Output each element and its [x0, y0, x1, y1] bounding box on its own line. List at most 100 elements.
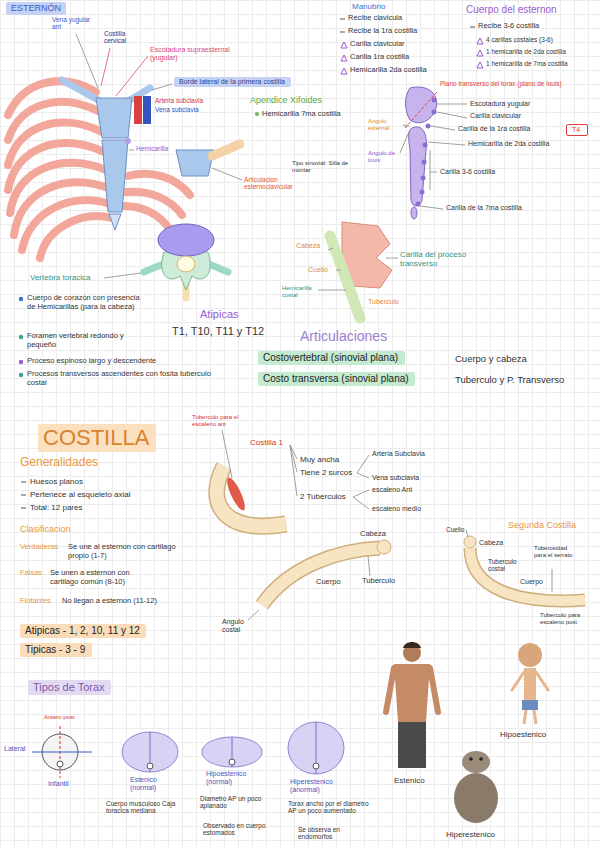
annotation-label: Total: 12 pares [30, 503, 82, 512]
sthenic-figure [394, 664, 430, 722]
annotation-label: escaleno Ant [372, 486, 412, 494]
annotation-label: Carilla del proceso transverso [400, 250, 474, 268]
annotation-label: Foramen vertebral redondo y pequeño [27, 332, 137, 349]
annotation-label: Flotantes [20, 597, 51, 606]
annotation-label: Cuello [446, 526, 464, 533]
hyposthenic-figure [518, 643, 542, 667]
highlight-band: Atipicas - 1, 2, 10, 11 y 12 [20, 624, 146, 638]
title-band: ESTERNÓN [6, 2, 66, 15]
annotation-label: Carilla 3-6 costilla [440, 168, 495, 176]
annotation-label: Pertenece al esqueleto axial [30, 490, 131, 499]
first-rib [217, 466, 286, 526]
list-dash [340, 19, 345, 20]
list-dash [21, 508, 26, 509]
annotation-label: Falsas [20, 569, 42, 578]
annotation-label: Hipoestenico (normal) [206, 770, 262, 786]
sternum-side-view [421, 176, 426, 181]
sternoclavicular-joint [176, 144, 240, 176]
thorax-shapes [202, 737, 262, 767]
section-heading: Cuerpo del esternon [466, 4, 557, 16]
first-rib [224, 476, 248, 513]
callout-box: T4 [566, 124, 588, 136]
hyposthenic-figure [534, 710, 536, 724]
sternum [125, 138, 131, 144]
leader-line [437, 112, 467, 118]
triangle-marker [341, 68, 347, 74]
highlight-band: Tipicas - 3 - 9 [20, 643, 92, 657]
annotation-label: Cuerpo [520, 578, 543, 586]
list-dash [470, 27, 475, 28]
sternum-side-view [422, 160, 427, 165]
leader-line [152, 84, 172, 90]
second-rib [464, 536, 585, 601]
node-text: Tipicas - 3 - 9 [25, 644, 87, 656]
leader-line [386, 258, 398, 259]
annotation-label: Carilla clavicular [470, 112, 521, 120]
leader-line [428, 142, 465, 145]
annotation-label: Arteria subclavia [155, 97, 203, 104]
triangle-marker [341, 38, 483, 74]
annotation-label: Carilla 1ra costilla [350, 53, 409, 62]
thorax-shapes [288, 722, 344, 774]
node-text: Atipicas - 1, 2, 10, 11 y 12 [25, 625, 141, 637]
triangle-marker [477, 50, 483, 56]
sternum [109, 214, 121, 230]
thorax-shapes [313, 763, 319, 769]
list-dash [340, 32, 345, 33]
first-rib [217, 466, 286, 526]
annotation-label: Hiperestenico [446, 830, 495, 839]
subclavian-vessels [134, 96, 151, 124]
sternum-side-view [423, 143, 428, 148]
bullet [19, 373, 23, 377]
leader-line [101, 48, 110, 86]
hyposthenic-figure [536, 672, 548, 690]
hyposthenic-figure [522, 700, 538, 710]
annotation-label: Recibe clavicula [348, 14, 402, 23]
highlight-band: Borde lateral de la primera costilla [174, 77, 291, 87]
bullet [19, 112, 259, 377]
sthenic-figure [386, 642, 438, 768]
sthenic-figure [386, 668, 394, 712]
vertebra-top-view [162, 252, 211, 290]
annotation-label: Tuberculo y P. Transverso [455, 375, 564, 386]
thorax-shapes [57, 761, 63, 767]
annotation-label: Tuberculo [368, 298, 399, 306]
annotation-label: Se observa en endomorfos [298, 826, 364, 841]
leader-line [336, 270, 341, 271]
bullet [255, 112, 259, 116]
leader-line [76, 34, 552, 620]
triangle-marker [477, 62, 483, 68]
section-heading: Atipicas [200, 308, 239, 321]
section-heading: Apendice Xifoides [250, 95, 322, 105]
list-dash [21, 495, 26, 496]
sternum-side-view [432, 110, 437, 115]
annotation-label: 4 carillas costales (3-6) [486, 36, 553, 43]
annotation-label: Cabeza [360, 530, 386, 539]
hyposthenic-figure [524, 710, 526, 724]
list-dash [21, 482, 26, 483]
thoracic-plane-line [405, 92, 437, 128]
annotation-label: Plano transverso del torax (plano de lou… [440, 80, 562, 87]
triangle-marker [477, 38, 483, 44]
node-text: Borde lateral de la primera costilla [179, 78, 286, 86]
annotation-label: Vena subclavia [372, 474, 419, 482]
annotation-label: Vena yugular ant [52, 16, 92, 31]
first-rib [217, 466, 286, 526]
leader-line [368, 556, 370, 576]
hypersthenic-figure [469, 757, 473, 761]
section-heading: Clasificacion [20, 524, 71, 534]
annotation-label: Estenico [394, 776, 425, 785]
sternum [102, 140, 128, 212]
node-text: T4 [572, 126, 582, 134]
node-text: Costovertebral (sinovial plana) [263, 352, 400, 364]
annotation-label: Proceso espinoso largo y descendente [27, 357, 156, 366]
section-heading: Costilla 1 [250, 438, 283, 447]
vertebra-top-view [158, 224, 214, 256]
annotation-label: Verdaderas [20, 543, 58, 552]
hyposthenic-figure [512, 672, 524, 690]
list-dash [21, 19, 475, 508]
annotation-label: Huesos planos [30, 477, 83, 486]
hyposthenic-figure [512, 643, 548, 724]
leader-line [129, 150, 134, 151]
rib-cage [40, 216, 112, 258]
